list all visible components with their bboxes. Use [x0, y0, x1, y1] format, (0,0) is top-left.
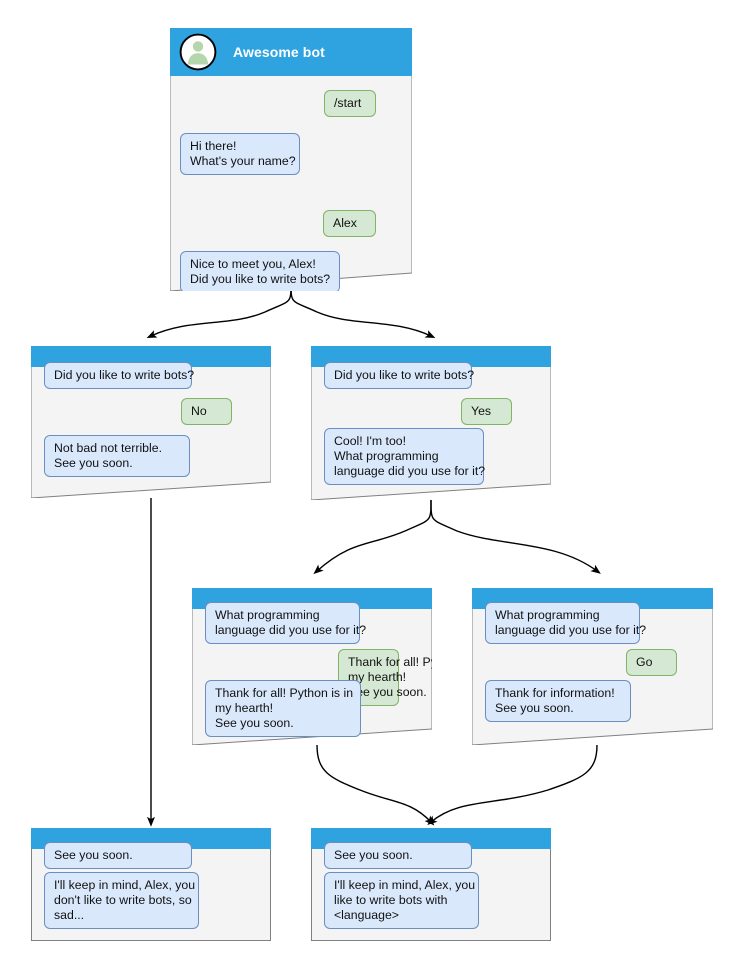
message-bubble-bot: What programming language did you use fo… — [485, 602, 646, 644]
card-ending-no-screen[interactable]: See you soon. I'll keep in mind, Alex, y… — [31, 828, 271, 941]
edge-yes-to-python — [313, 499, 432, 575]
edge-python-to-ending-yes — [316, 744, 435, 826]
message-bubble-bot: I'll keep in mind, Alex, you like to wri… — [324, 872, 479, 929]
message-bubble-bot: See you soon. — [324, 842, 472, 869]
card-answer-go-screen[interactable]: What programming language did you use fo… — [472, 588, 713, 745]
message-bubble-bot: See you soon. — [44, 842, 192, 869]
card-content: Awesome bot /start Hi there! What's your… — [170, 28, 412, 291]
chat-header: Awesome bot — [170, 28, 412, 76]
card-start-screen[interactable]: Awesome bot /start Hi there! What's your… — [170, 28, 412, 291]
message-bubble-bot: I'll keep in mind, Alex, you don't like … — [44, 872, 199, 929]
card-content: What programming language did you use fo… — [192, 588, 432, 745]
card-ending-yes-screen[interactable]: See you soon. I'll keep in mind, Alex, y… — [311, 828, 551, 941]
message-bubble-bot: Did you like to write bots? — [44, 362, 194, 389]
card-content: See you soon. I'll keep in mind, Alex, y… — [31, 828, 271, 941]
message-bubble-bot: Cool! I'm too! What programming language… — [324, 428, 485, 485]
edge-yes-to-go — [430, 499, 601, 574]
message-bubble-user: No — [181, 398, 232, 425]
chat-header — [311, 346, 551, 367]
user-avatar-icon — [179, 33, 217, 71]
card-content: See you soon. I'll keep in mind, Alex, y… — [311, 828, 551, 941]
message-bubble-user: Go — [626, 649, 677, 676]
bot-name-label: Awesome bot — [233, 44, 325, 60]
message-bubble-bot: Thank for information! See you soon. — [485, 680, 631, 722]
card-answer-python-screen[interactable]: What programming language did you use fo… — [192, 588, 432, 745]
card-answer-yes-screen[interactable]: Did you like to write bots? Yes Cool! I'… — [311, 346, 551, 500]
message-bubble-user: Yes — [461, 398, 512, 425]
message-bubble-user: /start — [324, 90, 376, 117]
card-content: What programming language did you use fo… — [472, 588, 713, 745]
message-bubble-user: Alex — [323, 210, 376, 237]
message-bubble-bot: Not bad not terrible. See you soon. — [44, 435, 190, 477]
chat-header — [31, 346, 271, 367]
message-bubble-bot: Did you like to write bots? — [324, 362, 474, 389]
card-answer-no-screen[interactable]: Did you like to write bots? No Not bad n… — [31, 346, 271, 498]
card-content: Did you like to write bots? Yes Cool! I'… — [311, 346, 551, 500]
message-bubble-bot: Hi there! What's your name? — [180, 133, 300, 175]
message-bubble-bot: Nice to meet you, Alex! Did you like to … — [180, 251, 340, 291]
message-bubble-bot: What programming language did you use fo… — [205, 602, 366, 644]
edge-go-to-ending-yes — [427, 744, 598, 826]
card-content: Did you like to write bots? No Not bad n… — [31, 346, 271, 498]
message-bubble-bot: Thank for all! Python is in my hearth! S… — [205, 680, 361, 737]
